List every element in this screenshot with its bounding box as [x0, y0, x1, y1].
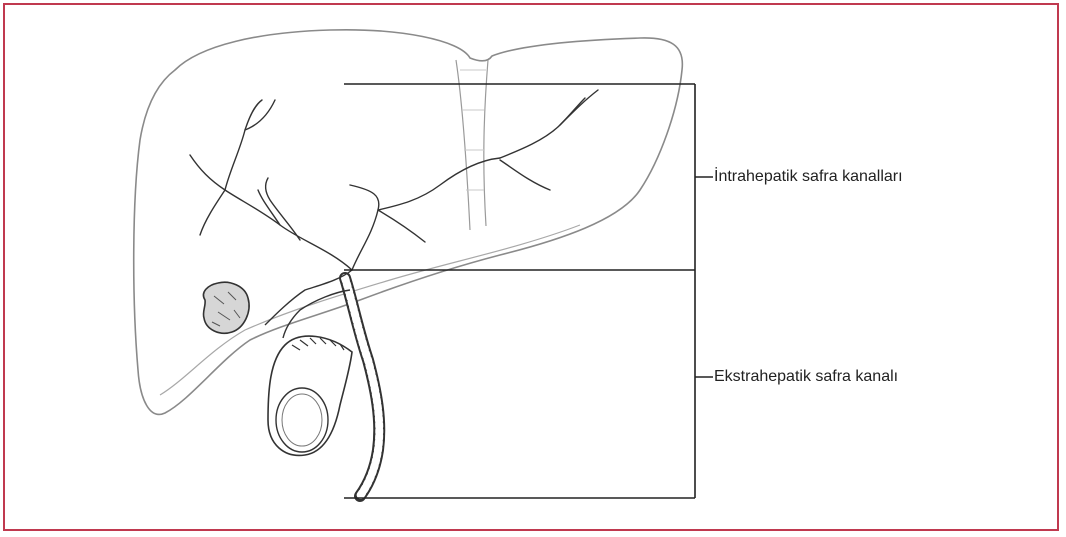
- intrahepatic-label: İntrahepatik safra kanalları: [714, 168, 903, 186]
- liver-outline: [134, 30, 683, 415]
- gallstone: [203, 282, 249, 333]
- gallbladder: [268, 336, 352, 455]
- extrahepatic-label: Ekstrahepatik safra kanalı: [714, 368, 898, 386]
